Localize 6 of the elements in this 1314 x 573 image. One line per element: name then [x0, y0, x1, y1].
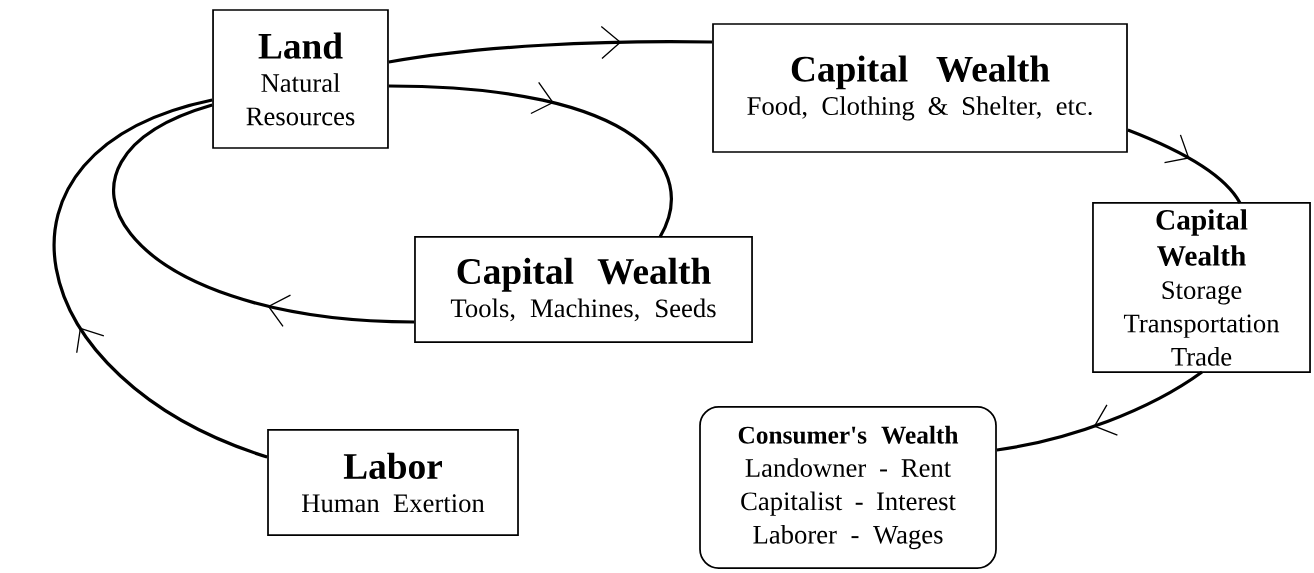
wealth-box: Capital Wealth Food, Clothing & Shelter, etc.: [712, 23, 1128, 153]
wealth-box: Labor Human Exertion: [267, 429, 519, 536]
wealth-box: Capital Wealth Tools, Machines, Seeds: [414, 236, 753, 343]
rounded-box: Consumer's Wealth Landowner - Rent Capitalist - Interest Laborer - Wages: [699, 406, 997, 569]
wealth-box: Capital Wealth Storage Transportation Trade: [1092, 202, 1311, 373]
wealth-box: Land Natural Resources: [212, 9, 389, 149]
